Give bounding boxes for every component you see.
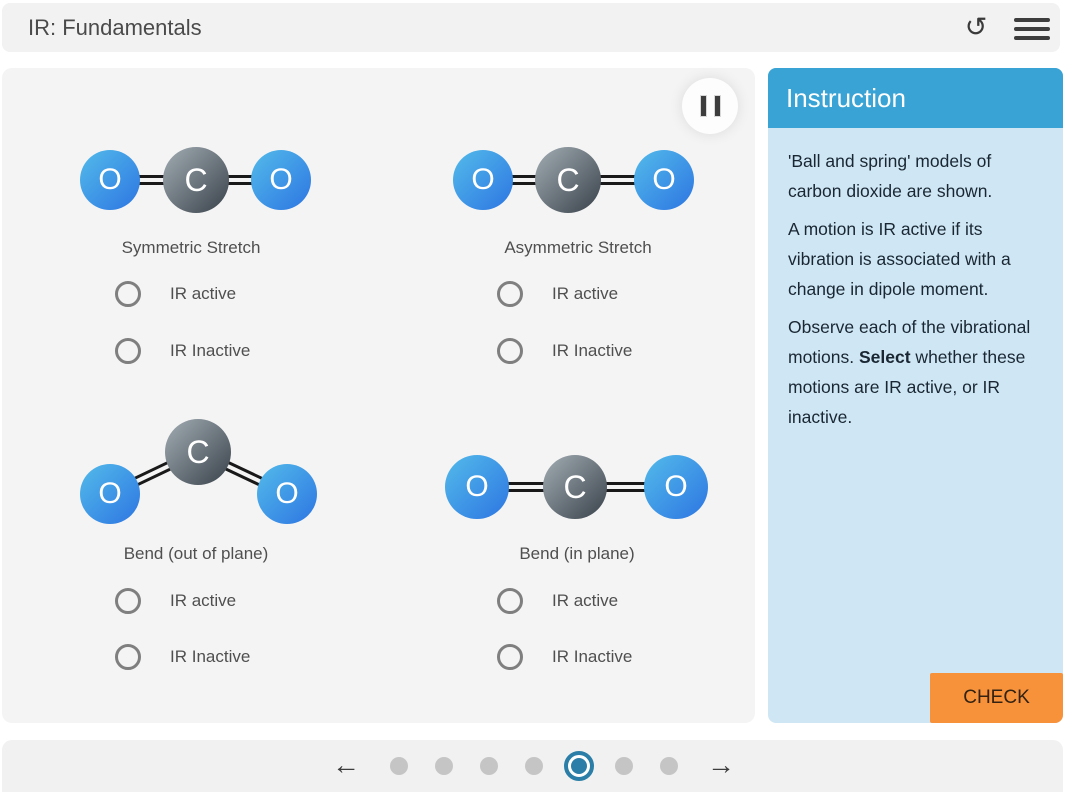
radio-label: IR active [170, 284, 237, 303]
carbon-atom: C [163, 147, 229, 213]
page-title: IR: Fundamentals [28, 15, 202, 40]
atom-symbol: O [465, 470, 489, 503]
radio-label: IR active [170, 591, 237, 610]
atom-symbol: O [98, 477, 122, 510]
oxygen-atom: O [644, 455, 708, 519]
radio-label: IR Inactive [170, 341, 251, 360]
pager-dot-6[interactable] [615, 757, 633, 775]
double-bond [483, 175, 568, 185]
pause-icon [713, 95, 721, 117]
oxygen-atom: O [445, 455, 509, 519]
atom-symbol: C [556, 161, 580, 198]
mode-label: Bend (in plane) [519, 544, 635, 563]
instruction-panel: Instruction 'Ball and spring' models of … [768, 68, 1063, 723]
atom-symbol: O [471, 163, 495, 196]
pager-dot-7[interactable] [660, 757, 678, 775]
simulation-stage: O C O Symmetric Stretch IR active IR Ina… [2, 68, 755, 723]
radio-label: IR Inactive [552, 647, 633, 666]
radio-circle [115, 588, 141, 614]
next-arrow-button[interactable]: → [707, 749, 735, 780]
radio-ir-active[interactable]: IR active [115, 281, 236, 307]
double-bond [575, 482, 676, 492]
radio-ir-active[interactable]: IR active [497, 588, 618, 614]
oxygen-atom: O [251, 150, 311, 210]
instruction-header: Instruction [768, 68, 1063, 128]
mode-label: Symmetric Stretch [121, 238, 261, 257]
pause-icon [699, 95, 707, 117]
double-bond [477, 482, 575, 492]
carbon-atom: C [543, 455, 607, 519]
reset-icon[interactable]: ↺ [964, 12, 988, 42]
prev-arrow-button[interactable]: ← [332, 749, 360, 780]
atom-symbol: O [275, 477, 299, 510]
radio-circle [497, 281, 523, 307]
double-bond [568, 175, 664, 185]
instruction-paragraph: A motion is IR active if its vibration i… [788, 219, 1011, 299]
double-bond [196, 175, 281, 185]
oxygen-atom: O [634, 150, 694, 210]
instruction-text: Observe each of the vibrational motions. [788, 317, 1031, 367]
atom-symbol: C [184, 161, 208, 198]
pager-dot-1[interactable] [390, 757, 408, 775]
pager-dot-3[interactable] [480, 757, 498, 775]
instruction-paragraph: Observe each of the vibrational motions.… [788, 312, 1045, 432]
header-bar: IR: Fundamentals ↺ [2, 3, 1060, 52]
atom-symbol: O [664, 470, 688, 503]
radio-circle [115, 338, 141, 364]
radio-ir-active[interactable]: IR active [115, 588, 236, 614]
radio-ir-inactive[interactable]: IR Inactive [497, 338, 632, 364]
active-dot-fill [571, 758, 587, 774]
pager-bar: ← → [2, 740, 1063, 792]
instruction-paragraph: 'Ball and spring' models of carbon dioxi… [788, 151, 993, 201]
radio-ir-inactive[interactable]: IR Inactive [115, 644, 250, 670]
radio-circle [497, 588, 523, 614]
radio-circle [115, 281, 141, 307]
check-button[interactable]: CHECK [930, 673, 1063, 723]
pager-dot-5-active[interactable] [564, 751, 594, 781]
instruction-text: whether these motions are IR active, or … [788, 347, 1026, 427]
radio-circle [115, 644, 141, 670]
instruction-title: Instruction [786, 83, 906, 113]
atom-symbol: C [563, 468, 587, 505]
carbon-atom: C [165, 419, 231, 485]
radio-ir-active[interactable]: IR active [497, 281, 618, 307]
atom-symbol: C [186, 433, 210, 470]
atom-symbol: O [98, 163, 122, 196]
radio-ir-inactive[interactable]: IR Inactive [497, 644, 632, 670]
oxygen-atom: O [257, 464, 317, 524]
atom-symbol: O [269, 163, 293, 196]
radio-label: IR Inactive [552, 341, 633, 360]
radio-label: IR Inactive [170, 647, 251, 666]
oxygen-atom: O [453, 150, 513, 210]
radio-ir-inactive[interactable]: IR Inactive [115, 338, 250, 364]
atom-symbol: O [652, 163, 676, 196]
oxygen-atom: O [80, 150, 140, 210]
double-bond [110, 175, 196, 185]
instruction-text-bold: Select [859, 347, 911, 367]
pager-dot-2[interactable] [435, 757, 453, 775]
mode-label: Asymmetric Stretch [504, 238, 652, 257]
radio-label: IR active [552, 284, 619, 303]
radio-circle [497, 338, 523, 364]
mode-label: Bend (out of plane) [123, 544, 269, 563]
hamburger-menu-icon[interactable] [1014, 18, 1052, 40]
oxygen-atom: O [80, 464, 140, 524]
radio-label: IR active [552, 591, 619, 610]
carbon-atom: C [535, 147, 601, 213]
instruction-body: 'Ball and spring' models of carbon dioxi… [768, 128, 1063, 440]
pause-button[interactable] [682, 78, 738, 134]
pager-dot-4[interactable] [525, 757, 543, 775]
radio-circle [497, 644, 523, 670]
